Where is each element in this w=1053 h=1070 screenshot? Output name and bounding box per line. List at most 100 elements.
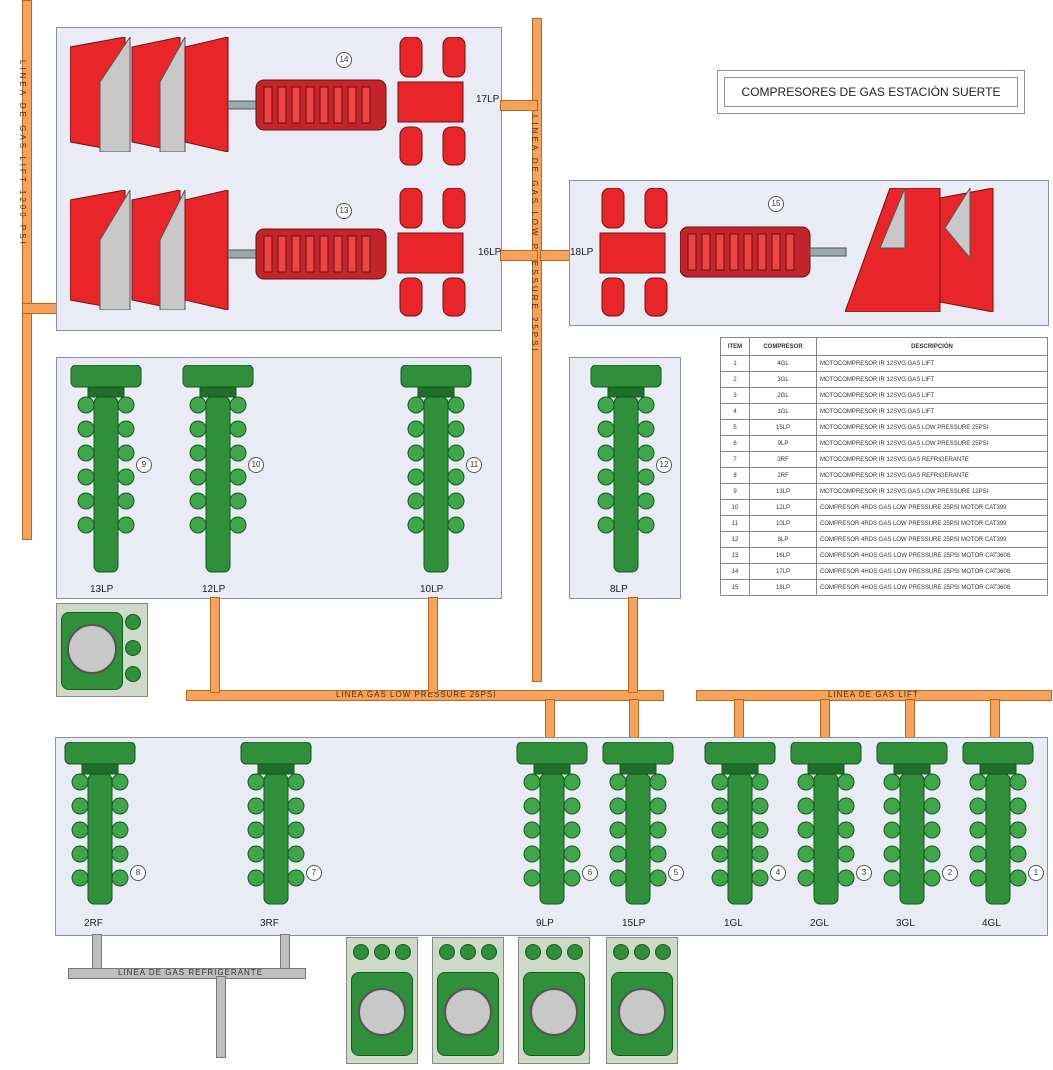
unit-number: 5 — [668, 865, 684, 881]
legend-row: 1110LPCOMPRESOR 4RDS GAS LOW PRESSURE 25… — [721, 516, 1048, 532]
unit-number: 6 — [582, 865, 598, 881]
legend-cell-item: 4 — [721, 404, 750, 420]
fan-icon — [618, 988, 666, 1036]
compressor-frame-icon — [388, 37, 478, 167]
valve-icon — [125, 640, 141, 656]
legend-cell-compressor: 18LP — [750, 580, 817, 596]
unit-number: 3 — [856, 865, 872, 881]
legend-cell-compressor: 2GL — [750, 388, 817, 404]
legend-cell-description: MOTOCOMPRESOR IR 12SVG GAS LIFT — [817, 356, 1048, 372]
legend-cell-item: 1 — [721, 356, 750, 372]
unit-number: 1 — [1028, 865, 1044, 881]
branch-18lp — [540, 250, 572, 261]
unit-label-16lp: 16LP — [478, 247, 501, 258]
branch-10lp-down — [428, 597, 438, 693]
legend-cell-description: MOTOCOMPRESOR IR 12SVG GAS LIFT — [817, 372, 1048, 388]
legend-cell-compressor: 4GL — [750, 356, 817, 372]
branch-15lp-down — [629, 699, 639, 739]
unit-number-14: 14 — [336, 52, 352, 68]
compressor-icon — [872, 742, 952, 912]
unit-number-13: 13 — [336, 203, 352, 219]
valve-icon — [525, 944, 541, 960]
legend-cell-item: 13 — [721, 548, 750, 564]
unit-label: 2GL — [810, 918, 829, 929]
refrigerante-pipe-label: LINEA DE GAS REFRIGERANTE — [118, 968, 263, 977]
legend-cell-compressor: 17LP — [750, 564, 817, 580]
compressor-icon — [586, 365, 666, 580]
legend-cell-description: MOTOCOMPRESOR IR 12SVG GAS LOW PRESSURE … — [817, 420, 1048, 436]
legend-header-item: ITEM — [721, 338, 750, 356]
branch-9lp-down — [545, 699, 555, 739]
legend-cell-description: COMPRESOR 4RDS GAS LOW PRESSURE 25PSI MO… — [817, 532, 1048, 548]
compressor-icon — [700, 742, 780, 912]
legend-cell-compressor: 13LP — [750, 484, 817, 500]
unit-number: 4 — [770, 865, 786, 881]
legend-cell-description: COMPRESOR 4RDS GAS LOW PRESSURE 25PSI MO… — [817, 516, 1048, 532]
legend-cell-description: MOTOCOMPRESOR IR 12SVG GAS LOW PRESSURE … — [817, 436, 1048, 452]
unit-label: 1GL — [724, 918, 743, 929]
legend-cell-description: MOTOCOMPRESOR IR 12SVG GAS LIFT — [817, 404, 1048, 420]
cooler-box — [518, 937, 590, 1064]
compressor-icon — [512, 742, 592, 912]
valve-icon — [567, 944, 583, 960]
valve-icon — [374, 944, 390, 960]
legend-cell-item: 14 — [721, 564, 750, 580]
legend-cell-compressor: 16LP — [750, 548, 817, 564]
unit-label: 12LP — [202, 584, 225, 595]
unit-label: 4GL — [982, 918, 1001, 929]
left-gas-lift-pipe-branch — [22, 303, 58, 314]
legend-cell-description: COMPRESOR 4RDS GAS LOW PRESSURE 25PSI MO… — [817, 500, 1048, 516]
radiator-icon — [70, 37, 230, 152]
valve-icon — [125, 614, 141, 630]
compressor-frame-icon — [388, 188, 478, 318]
legend-cell-compressor: 2RF — [750, 468, 817, 484]
legend-cell-compressor: 10LP — [750, 516, 817, 532]
legend-cell-description: COMPRESOR 4HOS GAS LOW PRESSURE 25PSI MO… — [817, 564, 1048, 580]
fan-icon — [444, 988, 492, 1036]
unit-number: 2 — [942, 865, 958, 881]
legend-cell-compressor: 3RF — [750, 452, 817, 468]
diagram-title: COMPRESORES DE GAS ESTACIÓN SUERTE — [724, 77, 1018, 107]
unit-label: 10LP — [420, 584, 443, 595]
compressor-icon — [236, 742, 316, 912]
cooler-box — [346, 937, 418, 1064]
branch-4gl-up — [990, 699, 1000, 739]
unit-number: 8 — [130, 865, 146, 881]
unit-label-18lp: 18LP — [570, 247, 593, 258]
legend-row: 515LPMOTOCOMPRESOR IR 12SVG GAS LOW PRES… — [721, 420, 1048, 436]
compressor-icon — [786, 742, 866, 912]
legend-cell-description: MOTOCOMPRESOR IR 12SVG GAS LIFT — [817, 388, 1048, 404]
compressor-icon — [178, 365, 258, 580]
unit-label: 3RF — [260, 918, 279, 929]
compressor-icon — [60, 742, 140, 912]
engine-icon — [228, 224, 388, 284]
unit-number: 11 — [466, 457, 482, 473]
unit-label: 13LP — [90, 584, 113, 595]
legend-cell-compressor: 8LP — [750, 532, 817, 548]
radiator-icon — [845, 188, 995, 312]
legend-header-compressor: COMPRESOR — [750, 338, 817, 356]
left-pipe-label: LINEA DE GAS LIFT 1200 PSI — [18, 60, 27, 247]
cooler-box — [432, 937, 504, 1064]
valve-icon — [439, 944, 455, 960]
unit-number-15: 15 — [768, 196, 784, 212]
legend-cell-item: 11 — [721, 516, 750, 532]
engine-icon — [680, 222, 850, 282]
legend-cell-item: 2 — [721, 372, 750, 388]
compressor-icon — [66, 365, 146, 580]
branch-12lp-down — [210, 597, 220, 693]
legend-cell-item: 10 — [721, 500, 750, 516]
center-pipe-label: LINEA DE GAS LOW PRESSURE 25PSI — [530, 115, 539, 354]
unit-number: 7 — [306, 865, 322, 881]
legend-row: 23GLMOTOCOMPRESOR IR 12SVG GAS LIFT — [721, 372, 1048, 388]
